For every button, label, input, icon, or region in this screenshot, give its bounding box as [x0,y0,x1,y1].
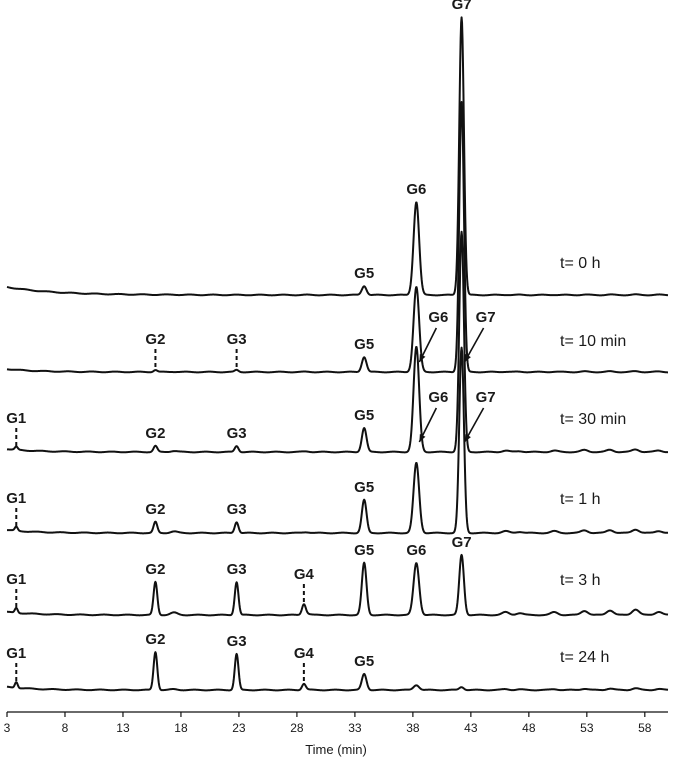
peak-label-g7-t-10min: G7 [476,309,496,326]
x-tick-label-58: 58 [638,721,652,735]
peak-label-g2-t-3h: G2 [145,561,165,578]
peak-label-g3-t-24h: G3 [227,633,247,650]
x-tick-label-38: 38 [406,721,420,735]
peak-label-g5-t-30min: G5 [354,407,374,424]
peak-label-g3-t-1h: G3 [227,501,247,518]
x-tick-label-48: 48 [522,721,536,735]
peak-label-g4-t-24h: G4 [294,645,315,662]
arrowhead-g7-t-10min [464,354,471,362]
trace-t-0h [6,16,669,297]
arrowhead-g7-t-30min [464,434,471,442]
x-tick-label-8: 8 [62,721,69,735]
peak-label-g3-t-3h: G3 [227,561,247,578]
peak-label-g6-t-3h: G6 [406,542,426,559]
trace-label-t-1h: t= 1 h [560,491,600,508]
chromatogram-traces [6,16,669,692]
x-axis-title: Time (min) [305,742,367,757]
x-tick-label-43: 43 [464,721,478,735]
trace-label-t-24h: t= 24 h [560,649,609,666]
peak-label-g7-t-3h: G7 [452,534,472,551]
arrowhead-g6-t-10min [419,354,426,362]
peak-label-g1-t-24h: G1 [6,645,26,662]
trace-t-3h [6,553,669,617]
peak-label-g5-t-3h: G5 [354,542,374,559]
peak-label-g7-t-30min: G7 [476,389,496,406]
peak-label-g7-t-0h: G7 [452,0,472,13]
peak-label-g5-t-1h: G5 [354,479,374,496]
peak-label-g6-t-30min: G6 [428,389,448,406]
trace-label-t-30min: t= 30 min [560,411,626,428]
peak-label-g1-t-3h: G1 [6,571,26,588]
x-tick-label-28: 28 [290,721,304,735]
peak-label-g5-t-10min: G5 [354,336,374,353]
trace-label-t-0h: t= 0 h [560,255,600,272]
x-tick-label-3: 3 [4,721,11,735]
peak-label-g5-t-0h: G5 [354,265,374,282]
trace-label-t-10min: t= 10 min [560,333,626,350]
trace-t-24h [6,651,669,692]
trace-t-1h [6,346,669,535]
x-tick-label-18: 18 [174,721,188,735]
peak-label-g1-t-1h: G1 [6,490,26,507]
x-tick-label-53: 53 [580,721,594,735]
peak-label-g6-t-10min: G6 [428,309,448,326]
x-tick-label-13: 13 [116,721,130,735]
trace-t-30min [6,230,669,454]
peak-label-g2-t-10min: G2 [145,331,165,348]
trace-t-10min [6,101,669,374]
peak-label-g3-t-10min: G3 [227,331,247,348]
peak-label-g6-t-0h: G6 [406,181,426,198]
trace-label-t-3h: t= 3 h [560,572,600,589]
peak-label-g2-t-30min: G2 [145,425,165,442]
peak-label-g2-t-24h: G2 [145,631,165,648]
peak-label-g1-t-30min: G1 [6,410,26,427]
peak-label-g5-t-24h: G5 [354,653,374,670]
arrowhead-g6-t-30min [419,434,426,442]
peak-label-g4-t-3h: G4 [294,566,315,583]
x-tick-label-33: 33 [348,721,362,735]
peak-label-g2-t-1h: G2 [145,501,165,518]
x-tick-label-23: 23 [232,721,246,735]
peak-label-g3-t-30min: G3 [227,425,247,442]
